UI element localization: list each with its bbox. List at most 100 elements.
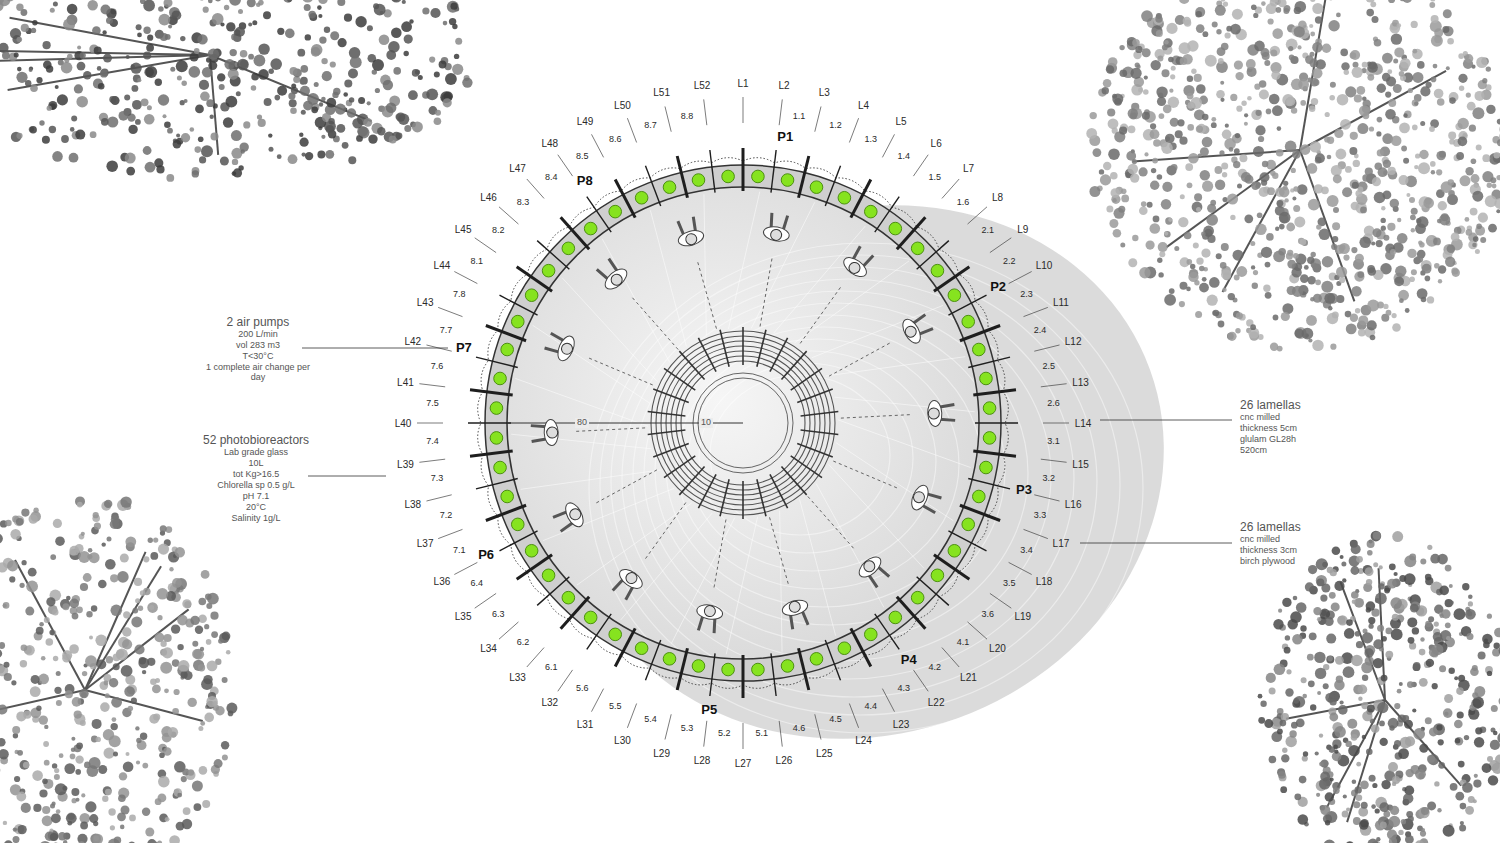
tree-leaf: [1450, 783, 1458, 791]
tree-leaf: [1356, 641, 1363, 648]
tree-leaf: [143, 52, 151, 60]
tree-leaf: [1332, 547, 1341, 556]
tree-leaf: [52, 609, 58, 615]
tree-leaf: [247, 0, 256, 7]
tree-leaf: [1466, 93, 1471, 98]
tree-leaf: [229, 0, 241, 6]
tree-leaf: [1373, 562, 1378, 567]
tree-leaf: [1475, 91, 1485, 101]
tree-leaf: [1380, 821, 1387, 828]
tree-leaf: [1494, 198, 1500, 209]
tree-leaf: [1496, 175, 1500, 180]
tree-leaf: [305, 34, 311, 40]
tree-leaf: [21, 24, 29, 32]
tree-leaf: [1400, 0, 1405, 1]
tree-leaf: [343, 92, 348, 97]
tree-leaf: [1417, 61, 1425, 69]
tree-leaf: [17, 67, 22, 72]
tree-leaf: [1336, 266, 1347, 277]
tree-leaf: [1144, 76, 1148, 80]
tree-leaf: [164, 688, 169, 693]
tree-leaf: [1285, 141, 1297, 153]
tree-leaf: [1291, 267, 1301, 277]
tree-leaf: [1405, 308, 1410, 313]
tree-leaf: [204, 713, 214, 723]
tree-leaf: [1333, 174, 1342, 183]
tree-leaf: [1236, 266, 1247, 277]
tree-leaf: [1255, 125, 1265, 135]
tree-leaf: [69, 644, 79, 654]
tree-leaf: [1349, 147, 1357, 155]
tree-leaf: [136, 24, 142, 30]
tree-leaf: [1336, 676, 1343, 683]
tree-leaf: [1368, 617, 1375, 624]
tree-leaf: [1417, 288, 1428, 299]
tree-leaf: [1466, 229, 1473, 236]
tree-leaf: [237, 59, 249, 71]
tree-leaf: [1292, 150, 1301, 159]
tree-leaf: [117, 571, 129, 583]
tree-leaf: [1225, 124, 1229, 128]
tree-leaf: [1409, 197, 1415, 203]
tree-leaf: [174, 788, 183, 797]
tree-leaf: [1371, 241, 1375, 245]
tree-leaf: [54, 774, 60, 780]
tree-leaf: [1292, 286, 1303, 297]
tree-leaf: [1314, 184, 1323, 193]
tree-leaf: [379, 35, 390, 46]
tree-leaf: [1244, 214, 1253, 223]
tree-leaf: [122, 639, 132, 649]
tree-leaf: [1346, 324, 1357, 335]
tree-leaf: [77, 502, 83, 508]
tree-leaf: [135, 119, 141, 125]
tree-leaf: [89, 636, 93, 640]
tree-leaf: [1455, 792, 1464, 801]
tree-leaf: [133, 75, 141, 83]
tree-leaf: [1381, 780, 1390, 789]
tree-leaf: [1294, 216, 1305, 227]
tree-leaf: [207, 661, 218, 672]
tree-leaf: [240, 142, 249, 151]
tree-leaf: [418, 75, 423, 80]
tree-leaf: [102, 30, 106, 34]
tree-leaf: [85, 801, 96, 812]
tree-leaf: [1346, 619, 1353, 626]
tree-leaf: [422, 7, 429, 14]
tree-leaf: [1342, 578, 1346, 582]
tree-leaf: [1432, 683, 1438, 689]
tree-leaf: [1326, 0, 1336, 1]
tree-leaf: [367, 25, 373, 31]
tree-leaf: [145, 162, 156, 173]
tree-leaf: [1303, 751, 1308, 756]
tree-leaf: [53, 519, 62, 528]
tree-leaf: [1340, 119, 1351, 130]
tree-leaf: [55, 783, 67, 795]
tree-leaf: [1258, 136, 1264, 142]
tree-leaf: [1386, 310, 1392, 316]
tree-leaf: [101, 118, 109, 126]
tree-leaf: [1377, 117, 1383, 123]
tree-leaf: [1205, 55, 1217, 67]
tree-leaf: [1128, 164, 1139, 175]
tree-leaf: [1308, 565, 1317, 574]
tree-leaf: [1449, 139, 1455, 145]
tree-leaf: [342, 142, 349, 149]
tree-leaf: [1312, 68, 1323, 79]
tree-leaf: [1336, 13, 1341, 18]
tree-leaf: [106, 656, 113, 663]
tree-leaf: [1492, 184, 1497, 189]
tree-leaf: [1431, 15, 1439, 23]
tree-leaf: [1438, 762, 1445, 769]
tree-leaf: [1454, 608, 1466, 620]
tree-leaf: [1419, 649, 1426, 656]
tree-leaf: [1311, 98, 1318, 105]
tree-leaf: [1351, 655, 1363, 667]
tree-leaf: [63, 19, 75, 31]
tree-leaf: [325, 150, 334, 159]
tree-leaf: [1315, 16, 1322, 23]
tree-leaf: [109, 96, 116, 103]
tree-leaf: [1431, 170, 1435, 174]
tree-leaf: [1221, 269, 1231, 279]
tree-leaf: [1341, 562, 1346, 567]
tree-leaf: [1426, 82, 1432, 88]
